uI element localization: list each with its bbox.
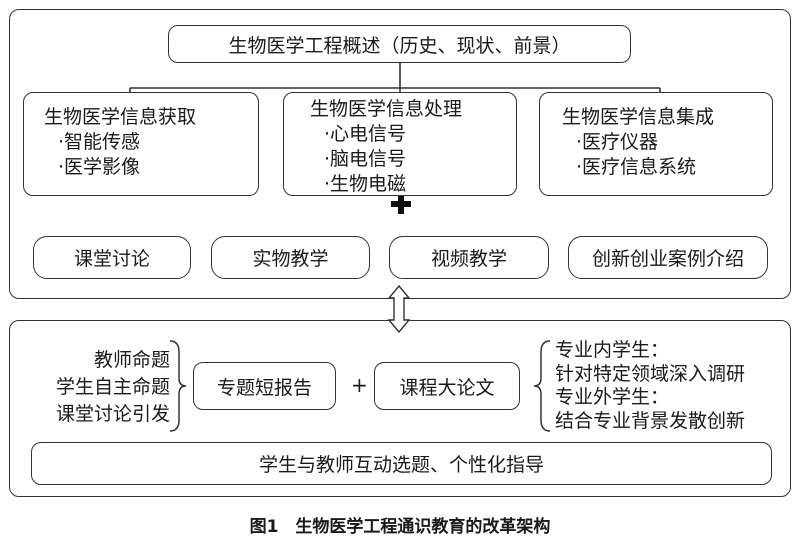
list-item: ·智能传感 [58, 131, 141, 153]
method-classroom-discussion: 课堂讨论 [33, 236, 191, 279]
outsider-desc: 结合专业背景发散创新 [555, 409, 746, 432]
topic-sources: 教师命题 学生自主命题 课堂讨论引发 [20, 347, 170, 428]
column-heading: 生物医学信息集成 [562, 106, 715, 128]
column-box-acquisition: 生物医学信息获取 ·智能传感 ·医学影像 [23, 92, 259, 196]
overview-title-box: 生物医学工程概述（历史、现状、前景） [168, 25, 631, 63]
plus-icon [391, 194, 411, 214]
method-video-teaching: 视频教学 [389, 236, 549, 279]
plus-sign: + [351, 373, 368, 397]
list-item: ·脑电信号 [324, 148, 407, 170]
figure-caption: 图1 生物医学工程通识教育的改革架构 [249, 517, 551, 537]
source-student: 学生自主命题 [55, 376, 170, 398]
method-innovation-cases: 创新创业案例介绍 [568, 236, 768, 279]
column-box-integration: 生物医学信息集成 ·医疗仪器 ·医疗信息系统 [539, 92, 773, 196]
outsider-label: 专业外学生： [555, 386, 670, 408]
student-groups: 专业内学生： 针对特定领域深入调研 专业外学生： 结合专业背景发散创新 [555, 339, 745, 433]
overview-title: 生物医学工程概述（历史、现状、前景） [228, 34, 571, 57]
insider-desc: 针对特定领域深入调研 [555, 362, 746, 385]
column-box-processing: 生物医学信息处理 ·心电信号 ·脑电信号 ·生物电磁 [283, 92, 517, 196]
list-item: ·生物电磁 [324, 173, 407, 195]
source-discussion: 课堂讨论引发 [55, 403, 170, 425]
method-physical-teaching: 实物教学 [211, 236, 370, 279]
left-brace-icon [169, 340, 187, 432]
list-item: ·心电信号 [324, 123, 407, 145]
column-heading: 生物医学信息获取 [44, 106, 197, 128]
double-arrow-icon [387, 284, 411, 334]
list-item: ·医疗信息系统 [576, 156, 697, 178]
list-item: ·医疗仪器 [576, 131, 659, 153]
source-teacher: 教师命题 [93, 349, 170, 371]
short-report-box: 专题短报告 [193, 362, 336, 410]
column-heading: 生物医学信息处理 [310, 98, 463, 120]
list-item: ·医学影像 [58, 156, 141, 178]
right-brace-icon [533, 340, 551, 432]
guidance-box: 学生与教师互动选题、个性化指导 [31, 442, 772, 485]
thesis-box: 课程大论文 [374, 362, 520, 410]
insider-label: 专业内学生： [555, 339, 670, 361]
